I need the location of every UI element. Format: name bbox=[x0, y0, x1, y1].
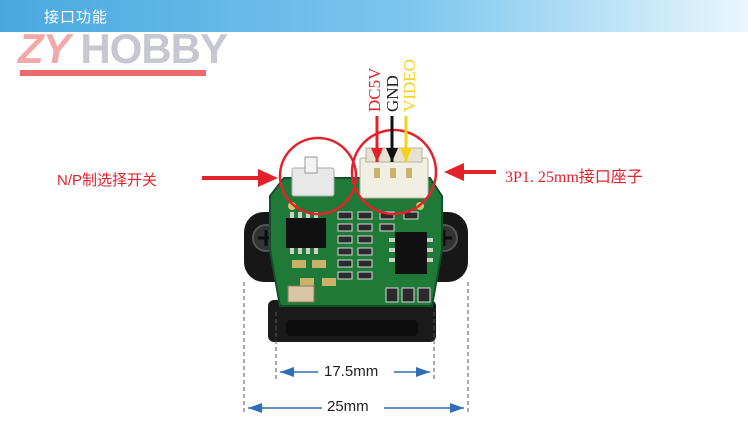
header-title: 接口功能 bbox=[44, 8, 109, 26]
logo-underline bbox=[20, 70, 206, 76]
lens-barrel bbox=[286, 320, 418, 336]
switch-highlight-circle bbox=[278, 136, 358, 216]
logo-text-zy: ZY bbox=[18, 25, 71, 72]
connector-highlight-circle bbox=[350, 128, 438, 216]
callout-switch-label: N/P制选择开关 bbox=[57, 172, 158, 189]
dimension-outer-label: 25mm bbox=[327, 398, 369, 415]
label-video: VIDEO bbox=[400, 59, 419, 112]
header-bar: 接口功能 bbox=[0, 0, 748, 32]
callout-connector-label: 3P1. 25mm接口座子 bbox=[505, 169, 643, 186]
label-dc5v: DC5V bbox=[365, 67, 384, 112]
microphone bbox=[287, 285, 315, 303]
ic-chip-left bbox=[286, 218, 326, 248]
ic-chip-right bbox=[395, 232, 427, 274]
dimension-inner-label: 17.5mm bbox=[324, 363, 379, 380]
logo-text-hobby: HOBBY bbox=[69, 25, 228, 72]
switch-slider bbox=[304, 156, 318, 174]
